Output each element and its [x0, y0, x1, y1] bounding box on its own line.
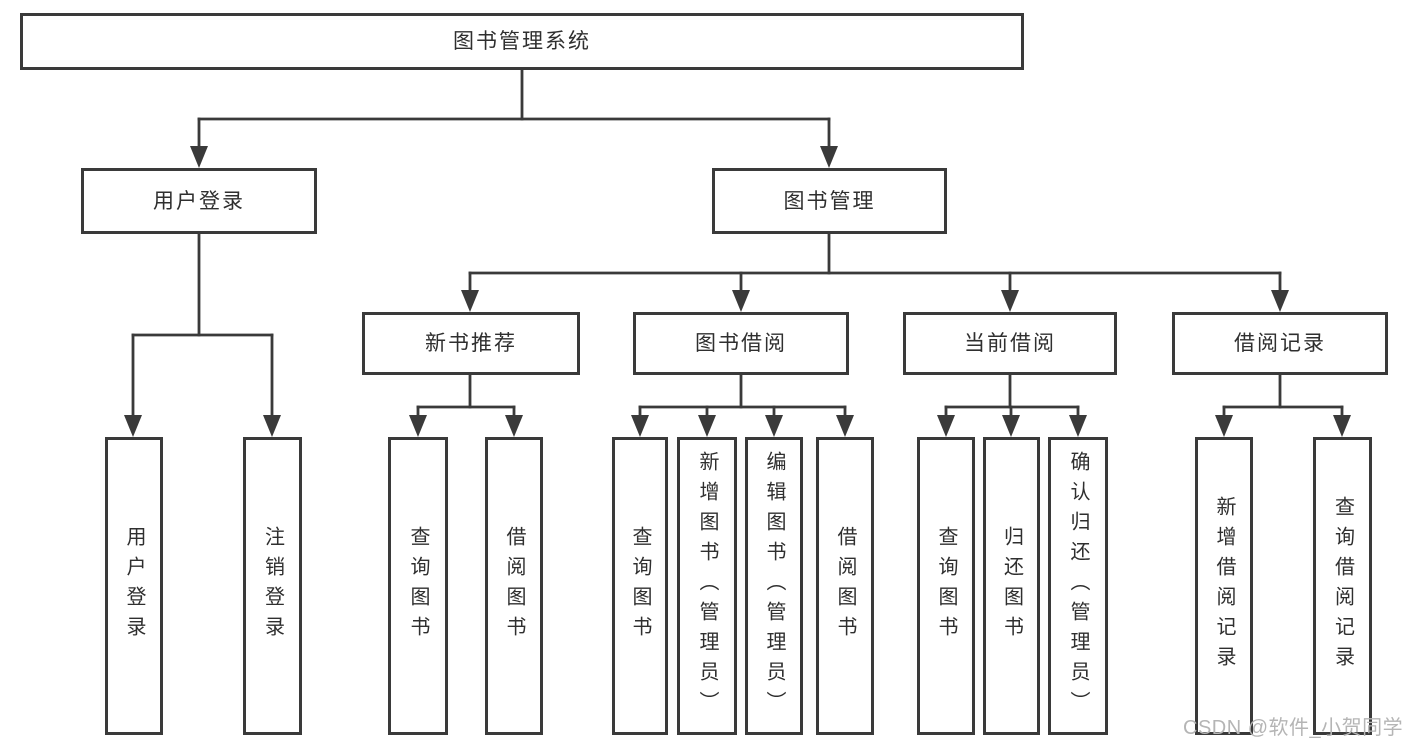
- leaf-logout: 注销登录: [243, 437, 302, 735]
- node-borrow-records: 借阅记录: [1172, 312, 1388, 375]
- leaf-add-book-admin: 新增图书（管理员）: [677, 437, 737, 735]
- leaf-query-books-current: 查询图书: [917, 437, 975, 735]
- leaf-query-books-recommend: 查询图书: [388, 437, 448, 735]
- node-user-login: 用户登录: [81, 168, 317, 234]
- connector-records-branch: [1215, 373, 1351, 437]
- leaf-user-login: 用户登录: [105, 437, 163, 735]
- leaf-query-borrow-record: 查询借阅记录: [1313, 437, 1372, 735]
- connector-book-borrow-branch: [631, 373, 854, 437]
- connector-user-login-branch: [124, 232, 281, 437]
- leaf-query-books-borrow: 查询图书: [612, 437, 668, 735]
- connector-current-borrow-branch: [937, 373, 1087, 437]
- node-new-book-recommend: 新书推荐: [362, 312, 580, 375]
- leaf-borrow-books-recommend: 借阅图书: [485, 437, 543, 735]
- node-library-system: 图书管理系统: [20, 13, 1024, 70]
- leaf-confirm-return-admin: 确认归还（管理员）: [1048, 437, 1108, 735]
- connector-root-to-level2: [190, 68, 838, 168]
- leaf-borrow-books: 借阅图书: [816, 437, 874, 735]
- node-current-borrow: 当前借阅: [903, 312, 1117, 375]
- csdn-watermark: CSDN @软件_小贺同学: [1183, 717, 1404, 739]
- connector-new-rec-branch: [409, 373, 523, 437]
- leaf-edit-book-admin: 编辑图书（管理员）: [745, 437, 803, 735]
- node-book-management: 图书管理: [712, 168, 947, 234]
- leaf-return-book: 归还图书: [983, 437, 1040, 735]
- node-book-borrow: 图书借阅: [633, 312, 849, 375]
- leaf-add-borrow-record: 新增借阅记录: [1195, 437, 1253, 735]
- connector-book-mgmt-branch: [461, 232, 1289, 312]
